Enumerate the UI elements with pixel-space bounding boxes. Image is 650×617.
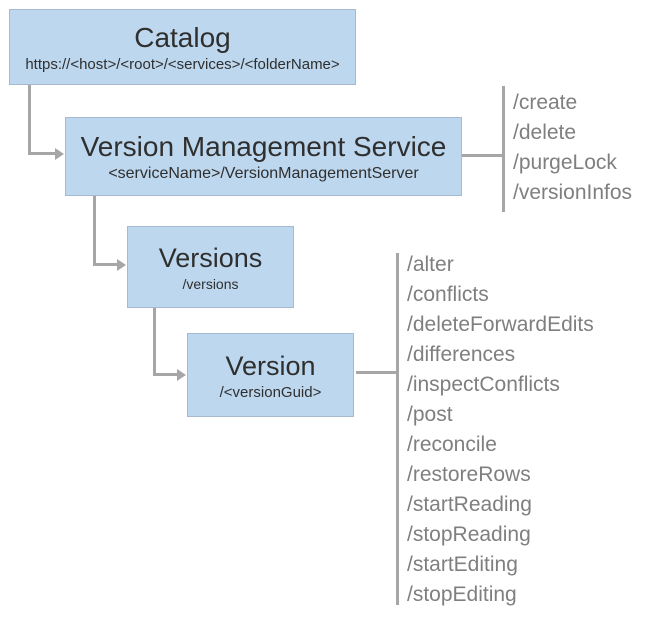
operation-label: /create [513,91,578,114]
operation-label: /stopReading [407,523,531,546]
operation-label: /purgeLock [513,151,617,174]
operation-label: /conflicts [407,283,489,306]
operation-label: /post [407,403,453,426]
node-subtitle: https://<host>/<root>/<services>/<folder… [25,55,340,73]
version-operations-list: /alter/conflicts/deleteForwardEdits/diff… [407,250,594,610]
operation-label: /alter [407,253,454,276]
operation-label: /deleteForwardEdits [407,313,594,336]
connector-version-to-operations [356,371,398,374]
node-subtitle: <serviceName>/VersionManagementServer [108,165,419,182]
operation-label: /inspectConflicts [407,373,560,396]
operation-label: /restoreRows [407,463,531,486]
operation-label: /startReading [407,493,532,516]
node-subtitle: /<versionGuid> [219,383,322,401]
node-version: Version /<versionGuid> [187,333,354,417]
arrow-right-icon [117,259,126,271]
operations-bracket-line [396,253,399,605]
connector-catalog-to-service-vertical [28,85,31,155]
operation-label: /versionInfos [513,181,633,204]
operations-bracket-line [502,86,505,212]
node-subtitle: /versions [182,275,239,292]
node-title: Versions [158,242,263,273]
service-operations-list: /create/delete/purgeLock/versionInfos [513,88,632,208]
node-versions: Versions /versions [127,226,294,308]
arrow-right-icon [177,369,186,381]
operation-label: /delete [513,121,577,144]
node-version-management-service: Version Management Service <serviceName>… [65,117,462,196]
operation-label: /differences [407,343,516,366]
arrow-right-icon [55,148,64,160]
connector-service-to-operations [462,154,504,157]
operation-label: /reconcile [407,433,497,456]
node-title: Version Management Service [80,131,447,162]
node-title: Catalog [134,21,231,53]
node-title: Version [225,350,316,381]
connector-versions-to-version-horizontal [153,373,178,376]
connector-versions-to-version-vertical [153,308,156,376]
connector-catalog-to-service-horizontal [28,152,56,155]
node-catalog: Catalog https://<host>/<root>/<services>… [9,9,356,85]
connector-service-to-versions-vertical [93,196,96,266]
operation-label: /startEditing [407,553,518,576]
connector-service-to-versions-horizontal [93,263,118,266]
operation-label: /stopEditing [407,583,517,606]
